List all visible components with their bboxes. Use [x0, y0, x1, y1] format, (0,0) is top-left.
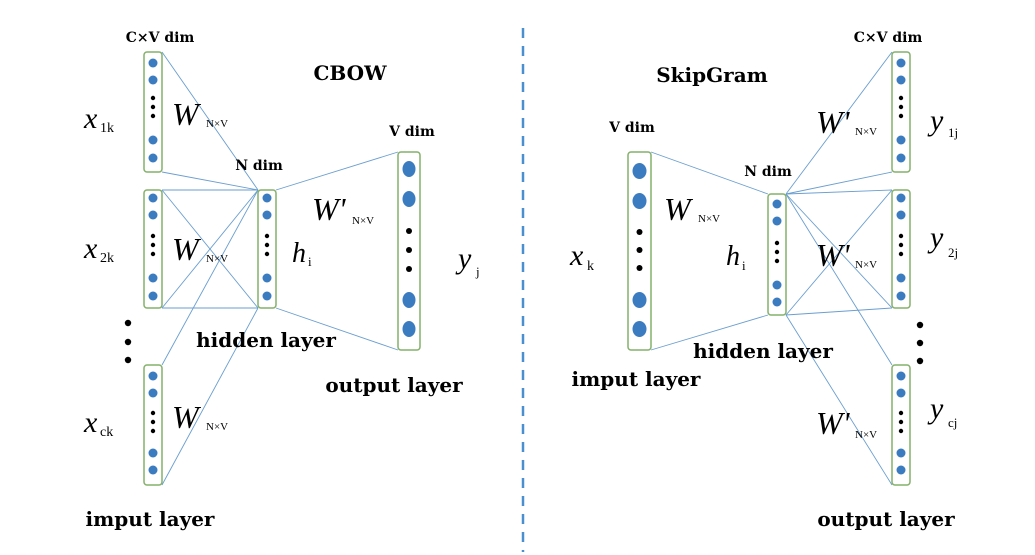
- cbow-xck-label: x ck: [83, 406, 113, 440]
- skipgram-input-layer-label: imput layer: [572, 367, 701, 391]
- svg-text:cj: cj: [948, 415, 957, 430]
- svg-text:x: x: [83, 232, 98, 265]
- svg-text:N×V: N×V: [855, 429, 877, 441]
- cbow-cxv-dim-label: C×V dim: [126, 30, 195, 46]
- skipgram-hidden-layer-label: hidden layer: [693, 339, 833, 363]
- cbow-input-vector-1: [143, 51, 163, 173]
- svg-text:W: W: [172, 399, 202, 435]
- svg-text:h: h: [726, 241, 740, 272]
- cbow-x2k-label: x 2k: [83, 232, 114, 266]
- skipgram-ycj-label: y cj: [927, 392, 957, 430]
- skipgram-hidden-vector: [767, 193, 787, 316]
- cbow-n-dim-label: N dim: [235, 158, 283, 174]
- svg-text:k: k: [587, 259, 594, 274]
- svg-text:2k: 2k: [100, 251, 114, 266]
- svg-text:N×V: N×V: [206, 253, 228, 265]
- skipgram-output-vector-3: [891, 364, 911, 486]
- cbow-output-layer-label: output layer: [325, 373, 463, 397]
- cbow-input-layer-label: imput layer: [86, 507, 215, 531]
- svg-text:N×V: N×V: [855, 259, 877, 271]
- skipgram-ellipsis: [916, 321, 924, 365]
- skipgram-title: SkipGram: [656, 63, 768, 87]
- cbow-weight-w2-label: W N×V: [172, 231, 228, 267]
- cbow-title: CBOW: [313, 61, 387, 85]
- cbow-ellipsis: [124, 319, 132, 364]
- skipgram-output-vector-1: [891, 51, 911, 173]
- svg-text:j: j: [475, 264, 480, 279]
- skipgram-y2j-label: y 2j: [927, 221, 958, 260]
- svg-text:x: x: [83, 406, 98, 439]
- cbow-hidden-vector: [257, 189, 277, 309]
- cbow-hidden-var-label: h i: [292, 238, 312, 269]
- cbow-hidden-layer-label: hidden layer: [196, 328, 336, 352]
- skipgram-input-weight-label: W N×V: [664, 191, 720, 227]
- svg-text:N×V: N×V: [698, 213, 720, 225]
- svg-text:y: y: [455, 242, 472, 275]
- cbow-x1k-label: x 1k: [83, 102, 114, 136]
- svg-text:W: W: [172, 96, 202, 132]
- svg-text:W': W': [312, 191, 347, 227]
- skipgram-hidden-var-label: h i: [726, 241, 746, 273]
- skipgram-input-vector: [627, 151, 652, 351]
- cbow-weight-w1-label: W N×V: [172, 96, 228, 132]
- cbow-output-weight-label: W' N×V: [312, 191, 374, 227]
- skipgram-y1j-label: y 1j: [927, 104, 958, 140]
- skipgram-output-layer-label: output layer: [817, 507, 955, 531]
- svg-text:i: i: [308, 254, 312, 269]
- skipgram-n-dim-label: N dim: [744, 164, 792, 180]
- svg-text:x: x: [83, 102, 98, 135]
- skipgram-cxv-dim-label: C×V dim: [854, 30, 923, 46]
- skipgram-weight-w2-label: W' N×V: [816, 237, 877, 273]
- svg-text:W: W: [172, 231, 202, 267]
- skipgram-output-vector-2: [891, 189, 911, 309]
- cbow-output-vector: [397, 151, 421, 351]
- skipgram-connections: [650, 51, 893, 486]
- svg-text:W: W: [664, 191, 694, 227]
- svg-text:N×V: N×V: [206, 118, 228, 130]
- skipgram-xk-label: x k: [569, 239, 594, 274]
- svg-text:y: y: [927, 104, 944, 137]
- cbow-output-var-label: y j: [455, 242, 480, 279]
- skipgram-weight-w3-label: W' N×V: [816, 405, 877, 441]
- svg-text:W': W': [816, 237, 851, 273]
- svg-text:2j: 2j: [948, 245, 958, 260]
- skipgram-v-dim-label: V dim: [608, 120, 655, 136]
- svg-text:ck: ck: [100, 425, 113, 440]
- svg-text:N×V: N×V: [855, 126, 877, 138]
- svg-text:1j: 1j: [948, 125, 958, 140]
- cbow-connections: [161, 51, 399, 486]
- svg-text:N×V: N×V: [352, 215, 374, 227]
- skipgram-weight-w1-label: W' N×V: [816, 104, 877, 140]
- cbow-input-vector-3: [143, 364, 163, 486]
- svg-text:i: i: [742, 258, 746, 273]
- svg-text:N×V: N×V: [206, 421, 228, 433]
- svg-text:y: y: [927, 392, 944, 425]
- cbow-input-vector-2: [143, 189, 163, 309]
- svg-text:W': W': [816, 104, 851, 140]
- svg-text:W': W': [816, 405, 851, 441]
- svg-text:h: h: [292, 238, 306, 269]
- svg-text:y: y: [927, 221, 944, 254]
- cbow-v-dim-label: V dim: [388, 124, 435, 140]
- cbow-weight-w3-label: W N×V: [172, 399, 228, 435]
- svg-text:1k: 1k: [100, 121, 114, 136]
- svg-text:x: x: [569, 239, 584, 272]
